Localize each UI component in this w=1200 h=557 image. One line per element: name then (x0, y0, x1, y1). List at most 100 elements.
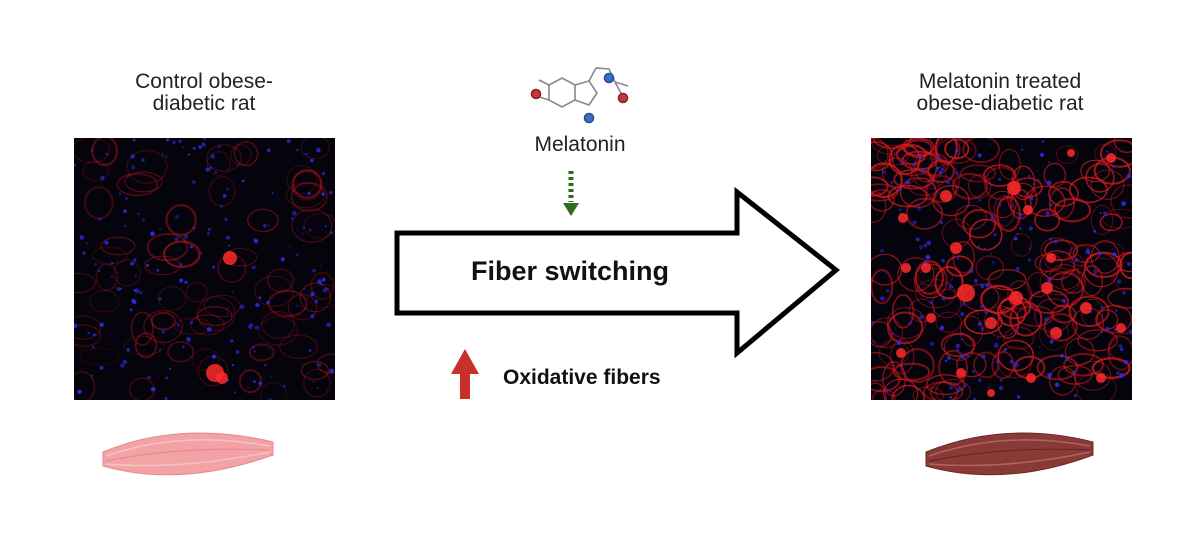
cell-outline (1051, 304, 1077, 324)
nucleus-dot (227, 307, 229, 310)
nucleus-dot (957, 387, 962, 392)
nucleus-dot (313, 381, 315, 383)
nucleus-dot (235, 350, 240, 354)
nucleus-dot (122, 359, 128, 365)
nucleus-dot (1119, 373, 1124, 378)
cell-outline (901, 150, 939, 171)
cell-outline (116, 172, 159, 197)
cell-outline (279, 334, 319, 359)
nucleus-dot (214, 171, 217, 174)
cell-outline (238, 369, 263, 394)
cell-outline (1099, 139, 1132, 168)
nucleus-dot (321, 192, 325, 196)
cell-outline (1010, 233, 1032, 257)
nucleus-dot (976, 312, 979, 315)
oxidative-fiber-blob (940, 190, 952, 202)
cell-outline (1043, 162, 1066, 188)
nucleus-dot (258, 296, 262, 299)
nucleus-dot (1039, 152, 1044, 157)
nucleus-dot (217, 145, 221, 148)
cell-outline (1068, 295, 1110, 327)
oxidative-fiber-blob (1046, 253, 1056, 263)
nucleus-dot (326, 322, 331, 328)
nucleus-dot (175, 215, 179, 219)
nucleus-dot (74, 323, 78, 329)
cell-outline (871, 190, 887, 223)
control-micrograph-image (74, 138, 335, 400)
nucleus-dot (1062, 298, 1067, 303)
nucleus-dot (1046, 180, 1052, 186)
nucleus-dot (1021, 148, 1024, 151)
cell-outline (95, 263, 119, 292)
cell-outline (925, 175, 958, 203)
nucleus-dot (193, 227, 196, 230)
cell-outline (167, 341, 195, 363)
cell-outline (944, 138, 970, 160)
cell-outline (287, 293, 318, 321)
cell-outline (1099, 213, 1123, 232)
nucleus-dot (929, 300, 934, 305)
cell-outline (938, 349, 969, 386)
oxidative-fiber-blob (985, 317, 997, 329)
cell-outline (892, 362, 931, 382)
nucleus-dot (1076, 271, 1080, 274)
nucleus-dot (288, 245, 291, 247)
nucleus-dot (201, 142, 206, 147)
cell-outline (1024, 185, 1066, 217)
nucleus-dot (164, 396, 168, 400)
cell-outline (1034, 208, 1061, 232)
cell-outline (983, 164, 1017, 187)
nucleus-dot (105, 152, 109, 156)
nucleus-dot (899, 188, 902, 192)
nucleus-dot (956, 348, 960, 352)
oxidative-fiber-blob (1023, 205, 1033, 215)
treated-micrograph-image (871, 138, 1132, 400)
nucleus-dot (1068, 261, 1071, 263)
nucleus-dot (183, 234, 189, 239)
nucleus-dot (247, 386, 249, 389)
cell-outline (1102, 208, 1132, 229)
nucleus-dot (230, 339, 234, 343)
nucleus-dot (312, 268, 316, 273)
nucleus-dot (126, 348, 130, 352)
nucleus-dot (302, 226, 305, 229)
nucleus-dot (165, 155, 168, 158)
nucleus-dot (241, 179, 245, 183)
cell-outline (124, 171, 163, 193)
nucleus-dot (234, 391, 237, 394)
cell-outline (1080, 159, 1110, 183)
cell-outline (887, 184, 928, 208)
nucleus-dot (1100, 306, 1104, 310)
nucleus-dot (147, 375, 151, 379)
nucleus-dot (936, 155, 940, 160)
nucleus-dot (1127, 262, 1131, 267)
cell-outline (905, 197, 944, 230)
nucleus-dot (979, 304, 984, 309)
nucleus-dot (324, 225, 327, 228)
cell-outline (932, 184, 970, 217)
nucleus-dot (305, 152, 308, 156)
nucleus-dot (124, 224, 127, 227)
oxidative-fiber-blob (1080, 302, 1092, 314)
cell-outline (935, 138, 958, 164)
nucleus-dot (1125, 321, 1128, 324)
nucleus-dot (301, 232, 304, 235)
nucleus-dot (1060, 353, 1064, 358)
nucleus-dot (156, 269, 160, 272)
cell-outline (310, 271, 335, 301)
cell-outline (233, 140, 259, 167)
oxidative-fiber-blob (956, 368, 966, 378)
nucleus-dot (319, 265, 322, 267)
cell-outline (900, 348, 935, 384)
nucleus-dot (972, 369, 976, 373)
cell-outline (969, 218, 1003, 251)
cell-outline (91, 246, 128, 265)
nucleus-dot (1053, 239, 1058, 244)
nucleus-dot (210, 154, 215, 159)
nucleus-dot (1030, 303, 1033, 306)
nucleus-dot (111, 261, 114, 265)
nucleus-dot (978, 198, 982, 202)
oxidative-fiber-blob (1041, 282, 1053, 294)
nucleus-dot (999, 385, 1003, 390)
cell-outline (185, 281, 208, 303)
